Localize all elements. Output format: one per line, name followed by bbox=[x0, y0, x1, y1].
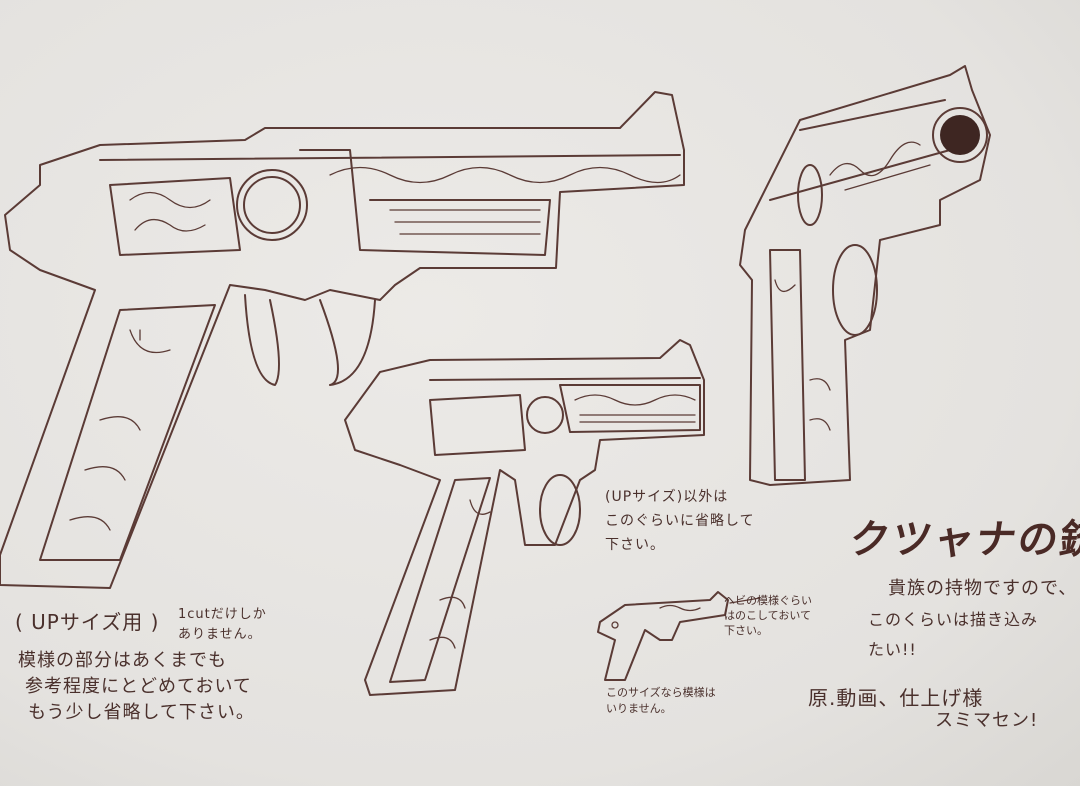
noble-note-line: 貴族の持物ですので、 bbox=[888, 578, 1078, 599]
up-size-label: ( UPサイズ用 ) bbox=[15, 610, 160, 634]
up-size-note-line: 模様の部分はあくまでも bbox=[18, 650, 227, 671]
snake-note-line: 下さい。 bbox=[724, 624, 768, 637]
snake-note-line: はのこしておいて bbox=[724, 609, 812, 622]
small-size-note-line: このサイズなら模様は bbox=[606, 686, 716, 699]
large-gun-drawing bbox=[0, 91, 685, 589]
other-size-note-line: (UPサイズ)以外は bbox=[605, 489, 729, 505]
small-size-note-line: いりません。 bbox=[606, 702, 672, 715]
tiny-gun-drawing bbox=[597, 591, 761, 681]
other-size-note-line: このぐらいに省略して bbox=[605, 513, 755, 529]
up-size-note-line: 参考程度にとどめておいて bbox=[25, 676, 252, 697]
thanks-note-line: 原.動画、仕上げ様 bbox=[808, 686, 984, 710]
medium-gun-drawing bbox=[344, 339, 705, 696]
thanks-note-line: スミマセン! bbox=[935, 710, 1039, 731]
up-size-aside-1: 1cutだけしか bbox=[178, 607, 267, 622]
up-size-note-line: もう少し省略して下さい。 bbox=[28, 702, 255, 723]
snake-note-line: ヘビの模様ぐらい bbox=[724, 594, 812, 607]
other-size-note-line: 下さい。 bbox=[605, 537, 665, 553]
up-size-aside-2: ありません。 bbox=[178, 627, 262, 642]
noble-note-line: このくらいは描き込み bbox=[868, 610, 1039, 629]
sheet-title: クツャナの銃 bbox=[846, 517, 1080, 563]
noble-note-line: たい!! bbox=[868, 640, 917, 659]
three-quarter-gun-drawing bbox=[739, 65, 991, 486]
